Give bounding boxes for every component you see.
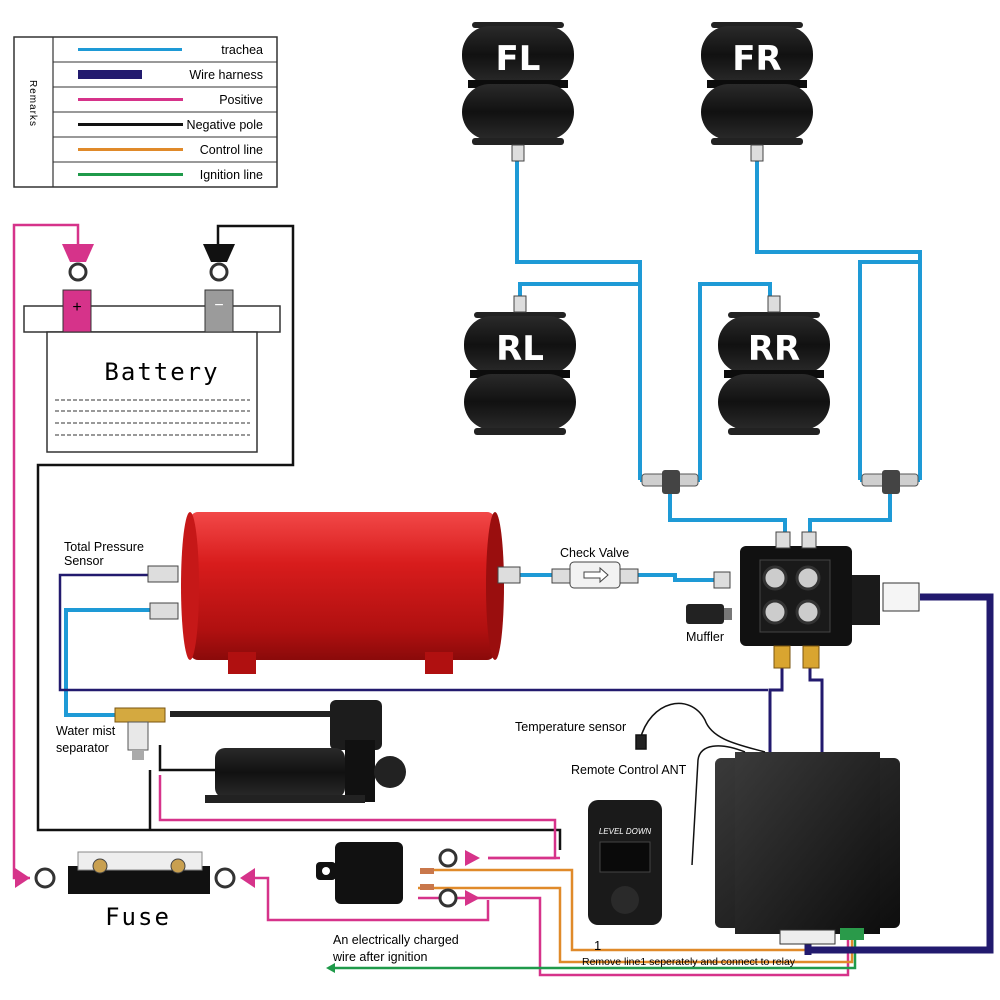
airbag-label: FL	[496, 39, 541, 79]
label-remote-ant: Remote Control ANT	[571, 763, 687, 777]
tee-fitting-left	[641, 470, 699, 494]
legend-label: Positive	[219, 93, 263, 107]
label-temperature-sensor: Temperature sensor	[515, 720, 626, 734]
wire-harness	[58, 573, 994, 955]
fuse: Fuse	[15, 851, 255, 931]
muffler	[686, 604, 732, 624]
battery: Battery + −	[23, 244, 281, 453]
air-tank	[147, 512, 521, 674]
legend-label: Negative pole	[187, 118, 263, 132]
tee-fitting-right	[861, 470, 919, 494]
battery-label: Battery	[104, 358, 219, 386]
label-ignition-wire-2: wire after ignition	[332, 950, 428, 964]
check-valve	[551, 561, 639, 589]
legend-label: trachea	[221, 43, 263, 57]
negative-wires	[36, 224, 562, 850]
ignition-wires	[326, 935, 857, 973]
temperature-sensor	[635, 702, 766, 753]
label-muffler: Muffler	[686, 630, 724, 644]
legend-label: Control line	[200, 143, 263, 157]
relay	[316, 842, 480, 908]
legend-label: Wire harness	[189, 68, 263, 82]
airbag-label: RR	[748, 329, 800, 369]
legend-label: Ignition line	[200, 168, 263, 182]
ecu-box	[715, 752, 900, 945]
airbag-rr: RR	[718, 295, 830, 435]
valve-manifold	[713, 531, 920, 669]
label-remove-line: Remove line1 seperately and connect to r…	[582, 956, 796, 968]
battery-minus-symbol: −	[214, 297, 223, 314]
label-check-valve: Check Valve	[560, 546, 629, 560]
legend-title: Remarks	[27, 80, 38, 127]
compressor	[170, 700, 406, 803]
water-mist-separator	[114, 707, 166, 760]
fuse-label: Fuse	[105, 903, 171, 931]
airbag-fr: FR	[701, 22, 813, 162]
battery-plus-symbol: +	[72, 299, 81, 316]
remote-antenna	[691, 745, 746, 866]
label-total-pressure-1: Total Pressure	[64, 540, 144, 554]
label-ignition-wire-1: An electrically charged	[333, 933, 459, 947]
label-water-mist-1: Water mist	[56, 724, 116, 738]
remote-brand: LEVEL DOWN	[599, 827, 652, 836]
airbag-rl: RL	[464, 295, 576, 435]
airbag-label: FR	[732, 39, 781, 79]
remote-control: LEVEL DOWN	[588, 800, 662, 925]
label-total-pressure-2: Sensor	[64, 554, 104, 568]
label-line-number: 1	[594, 938, 601, 953]
label-water-mist-2: separator	[56, 741, 109, 755]
airbag-fl: FL	[462, 22, 574, 162]
airbag-label: RL	[496, 329, 544, 369]
labels: Total Pressure Sensor Check Valve Muffle…	[56, 540, 796, 968]
